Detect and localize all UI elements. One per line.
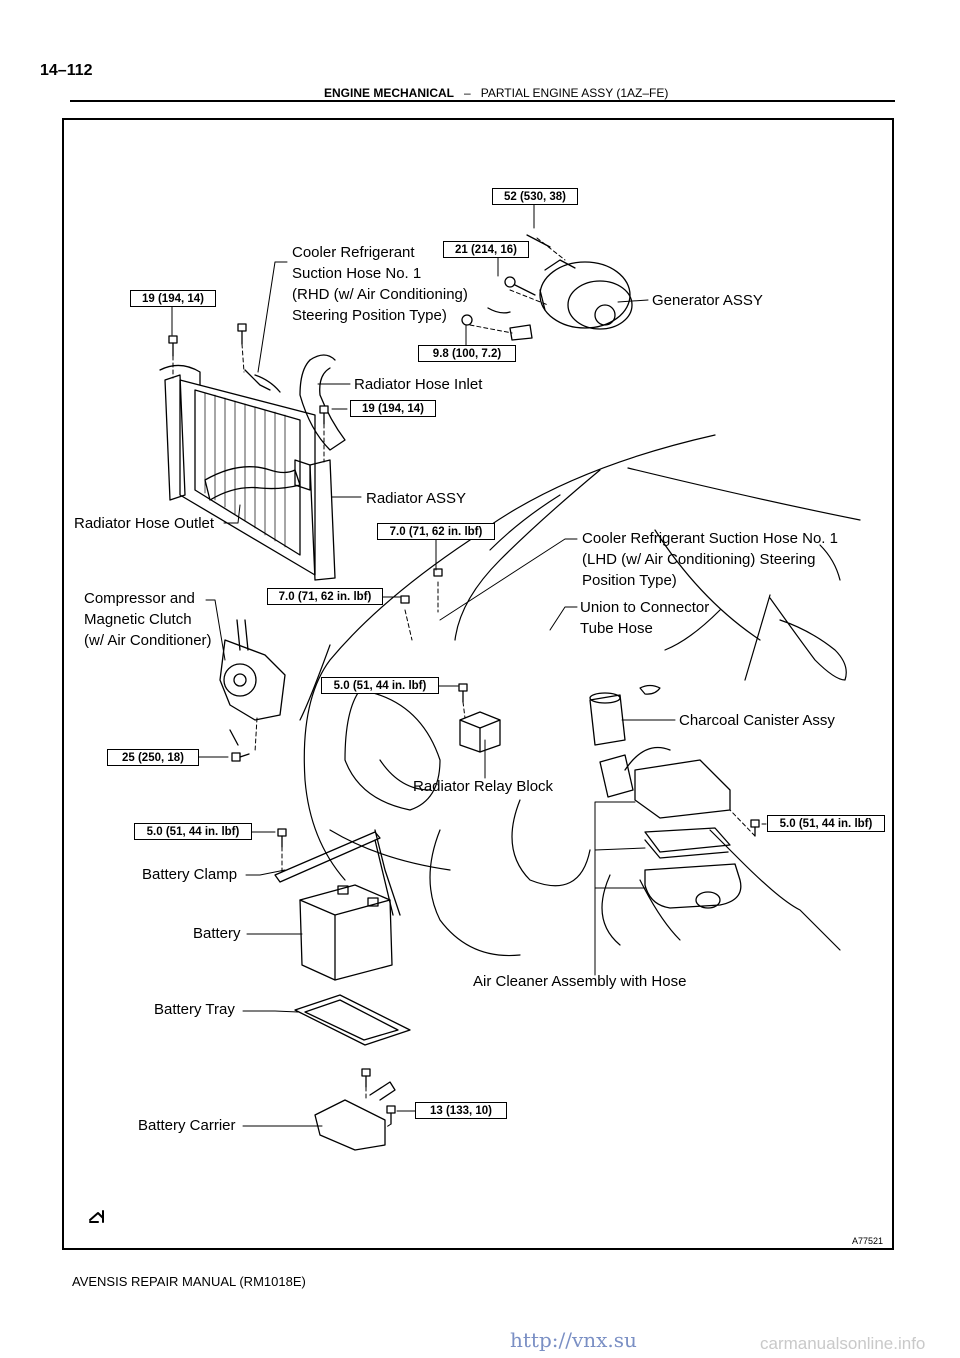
label-radiator-hose-outlet: Radiator Hose Outlet <box>74 515 215 532</box>
torque-generator-terminal: 9.8 (100, 7.2) <box>418 345 516 362</box>
label-union-connector: Union to Connector Tube Hose <box>580 599 710 637</box>
header-subsection: PARTIAL ENGINE ASSY (1AZ–FE) <box>480 86 669 100</box>
label-generator: Generator ASSY <box>652 292 763 309</box>
vehicle-body-outline <box>299 434 861 957</box>
compressor-drawing <box>219 619 286 746</box>
direction-mark-icon <box>89 1210 104 1223</box>
header-section: ENGINE MECHANICAL <box>324 86 455 100</box>
bolt-icon <box>231 752 250 762</box>
torque-battery-clamp-bolt: 5.0 (51, 44 in. lbf) <box>134 823 252 840</box>
watermark-link[interactable]: http://vnx.su <box>510 1328 637 1352</box>
torque-battery-carrier-bolt: 13 (133, 10) <box>415 1102 507 1119</box>
torque-hose-bracket-upper: 7.0 (71, 62 in. lbf) <box>377 523 495 540</box>
torque-generator-nut: 21 (214, 16) <box>443 241 529 258</box>
label-radiator-assy: Radiator ASSY <box>366 490 467 507</box>
battery-drawing <box>299 884 393 981</box>
bolt-icons <box>168 323 760 1125</box>
label-radiator-relay-block: Radiator Relay Block <box>413 778 554 795</box>
label-compressor: Compressor and Magnetic Clutch (w/ Air C… <box>84 590 212 649</box>
label-radiator-hose-inlet: Radiator Hose Inlet <box>354 376 483 393</box>
header-separator: – <box>464 86 471 100</box>
page-number: 14–112 <box>40 62 93 79</box>
page-footer: AVENSIS REPAIR MANUAL (RM1018E) <box>72 1274 306 1289</box>
figure-id: A77521 <box>852 1236 884 1246</box>
charcoal-canister-drawing <box>589 692 626 746</box>
leader-lines <box>171 204 767 1127</box>
bolt-icon <box>361 1068 371 1088</box>
radiator-hose-inlet-drawing <box>244 354 346 451</box>
label-battery-carrier: Battery Carrier <box>138 1117 236 1134</box>
battery-tray-drawing <box>294 994 411 1046</box>
label-air-cleaner: Air Cleaner Assembly with Hose <box>473 973 687 990</box>
radiator-drawing <box>159 364 336 581</box>
bolt-icon <box>400 595 410 604</box>
torque-hose-bracket-lower: 7.0 (71, 62 in. lbf) <box>267 588 383 605</box>
bolt-icon <box>237 323 247 345</box>
bolt-icon <box>319 405 329 425</box>
battery-carrier-drawing <box>314 1081 396 1151</box>
label-suction-hose-rhd: Cooler Refrigerant Suction Hose No. 1 (R… <box>292 244 468 324</box>
torque-compressor-bolt: 25 (250, 18) <box>107 749 199 766</box>
torque-relay-block-bolt: 5.0 (51, 44 in. lbf) <box>321 677 439 694</box>
torque-radiator-hose-bolt: 19 (194, 14) <box>350 400 436 417</box>
label-battery: Battery <box>193 925 241 942</box>
bolt-icon <box>386 1105 396 1125</box>
label-battery-clamp: Battery Clamp <box>142 866 238 883</box>
generator-drawing <box>461 234 633 341</box>
air-cleaner-drawing <box>599 746 742 909</box>
header-rule <box>70 100 895 102</box>
bolt-icon <box>168 335 178 357</box>
bolt-icon <box>458 683 468 703</box>
fitment-dashed-lines <box>172 237 756 1129</box>
torque-radiator-top-bolt: 19 (194, 14) <box>130 290 216 307</box>
bolt-icon <box>277 828 287 848</box>
label-charcoal-canister: Charcoal Canister Assy <box>679 712 835 729</box>
watermark-site: carmanualsonline.info <box>760 1334 926 1353</box>
page-header: ENGINE MECHANICAL – PARTIAL ENGINE ASSY … <box>324 86 668 100</box>
label-suction-hose-lhd: Cooler Refrigerant Suction Hose No. 1 (L… <box>582 530 838 589</box>
radiator-relay-block-drawing <box>459 711 501 753</box>
torque-air-cleaner-bolt: 5.0 (51, 44 in. lbf) <box>767 815 885 832</box>
figure-frame <box>62 118 894 1250</box>
label-battery-tray: Battery Tray <box>154 1001 235 1018</box>
bolt-icon <box>433 568 443 577</box>
bolt-icon <box>750 819 760 837</box>
torque-generator-bolt: 52 (530, 38) <box>492 188 578 205</box>
